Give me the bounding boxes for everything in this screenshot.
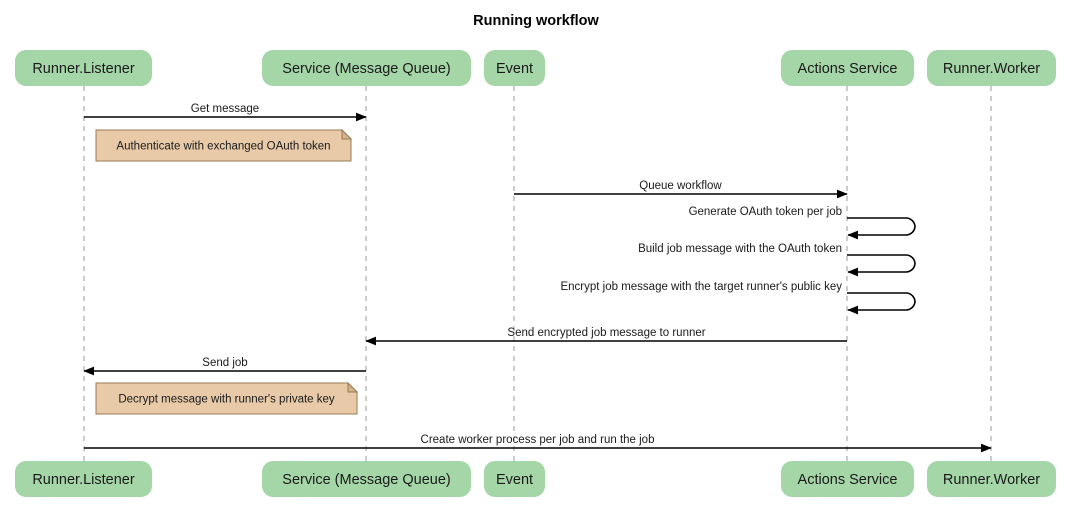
actor-label-service-message-queue: Service (Message Queue) xyxy=(282,472,450,488)
actor-box-runner-worker xyxy=(927,461,1056,497)
message-label-get-message: Get message xyxy=(191,103,259,115)
actor-label-runner-listener: Runner.Listener xyxy=(32,472,135,488)
message-encrypt-job-message[interactable]: Encrypt job message with the target runn… xyxy=(560,281,916,315)
message-label-send-encrypted-job-message: Send encrypted job message to runner xyxy=(507,327,705,339)
note-authenticate-fold-icon xyxy=(341,128,353,140)
message-build-job-message[interactable]: Build job message with the OAuth token xyxy=(638,243,916,277)
actor-box-actions-service xyxy=(781,461,914,497)
actor-box-runner-listener xyxy=(15,461,152,497)
message-generate-oauth-token[interactable]: Generate OAuth token per job xyxy=(689,206,916,240)
actor-box-service-message-queue xyxy=(262,50,471,86)
message-label-queue-workflow: Queue workflow xyxy=(639,180,722,192)
actor-label-runner-listener: Runner.Listener xyxy=(32,61,135,77)
actor-box-runner-worker xyxy=(927,50,1056,86)
message-queue-workflow[interactable]: Queue workflow xyxy=(514,180,848,199)
message-label-send-job: Send job xyxy=(202,357,247,369)
actor-box-service-message-queue xyxy=(262,461,471,497)
notes-group: Authenticate with exchanged OAuth tokenD… xyxy=(95,128,359,415)
message-label-encrypt-job-message: Encrypt job message with the target runn… xyxy=(560,281,842,293)
actors-top-group: Runner.Listener Service (Message Queue) Ev… xyxy=(15,50,1056,86)
note-authenticate: Authenticate with exchanged OAuth token xyxy=(95,128,353,162)
actor-box-event xyxy=(484,50,545,86)
actors-bottom-group: Runner.Listener Service (Message Queue) Ev… xyxy=(15,461,1056,497)
actor-label-event: Event xyxy=(496,472,533,488)
message-create-worker-process[interactable]: Create worker process per job and run th… xyxy=(84,434,992,453)
note-decrypt-fold-icon xyxy=(347,381,359,393)
actor-actions-service-bottom[interactable]: Actions Service xyxy=(781,461,914,497)
message-get-message[interactable]: Get message xyxy=(84,103,367,122)
message-send-encrypted-job-message[interactable]: Send encrypted job message to runner xyxy=(365,327,847,346)
self-loop-encrypt-job-message xyxy=(847,292,916,315)
note-authenticate-body xyxy=(95,129,352,162)
actor-box-actions-service xyxy=(781,50,914,86)
message-label-build-job-message: Build job message with the OAuth token xyxy=(638,243,842,255)
note-authenticate-text: Authenticate with exchanged OAuth token xyxy=(116,141,330,153)
actor-runner-listener-top[interactable]: Runner.Listener xyxy=(15,50,152,86)
note-decrypt: Decrypt message with runner's private ke… xyxy=(95,381,359,415)
lifelines-group xyxy=(83,86,992,461)
actor-service-message-queue-bottom[interactable]: Service (Message Queue) xyxy=(262,461,471,497)
actor-label-event: Event xyxy=(496,61,533,77)
message-label-generate-oauth-token: Generate OAuth token per job xyxy=(689,206,842,218)
page-title: Running workflow xyxy=(473,13,599,29)
actor-label-actions-service: Actions Service xyxy=(798,472,898,488)
actor-event-bottom[interactable]: Event xyxy=(484,461,545,497)
actor-label-runner-worker: Runner.Worker xyxy=(943,61,1040,77)
actor-runner-listener-bottom[interactable]: Runner.Listener xyxy=(15,461,152,497)
actor-actions-service-top[interactable]: Actions Service xyxy=(781,50,914,86)
actor-service-message-queue-top[interactable]: Service (Message Queue) xyxy=(262,50,471,86)
message-send-job[interactable]: Send job xyxy=(83,357,366,376)
actor-runner-worker-top[interactable]: Runner.Worker xyxy=(927,50,1056,86)
actor-event-top[interactable]: Event xyxy=(484,50,545,86)
note-decrypt-body xyxy=(95,382,358,415)
note-decrypt-text: Decrypt message with runner's private ke… xyxy=(118,394,335,406)
self-loop-generate-oauth-token xyxy=(847,217,916,240)
actor-label-actions-service: Actions Service xyxy=(798,61,898,77)
actor-label-runner-worker: Runner.Worker xyxy=(943,472,1040,488)
actor-box-event xyxy=(484,461,545,497)
actor-runner-worker-bottom[interactable]: Runner.Worker xyxy=(927,461,1056,497)
self-loop-build-job-message xyxy=(847,254,916,277)
actor-box-runner-listener xyxy=(15,50,152,86)
message-label-create-worker-process: Create worker process per job and run th… xyxy=(421,434,655,446)
actor-label-service-message-queue: Service (Message Queue) xyxy=(282,61,450,77)
